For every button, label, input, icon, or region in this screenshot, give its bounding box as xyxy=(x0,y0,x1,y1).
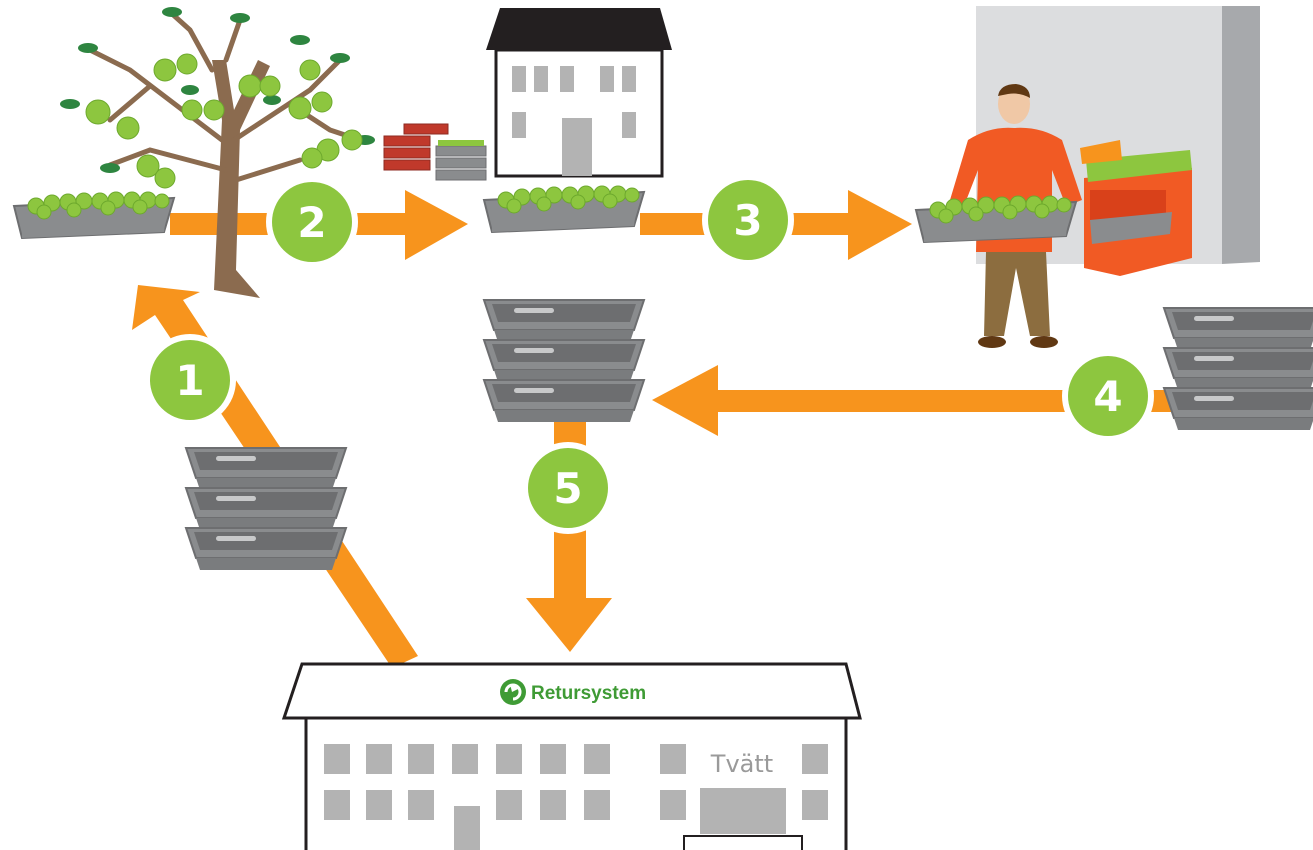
step-4-badge: 4 xyxy=(1062,350,1154,442)
svg-text:5: 5 xyxy=(553,464,582,513)
svg-text:1: 1 xyxy=(175,356,204,405)
apple-crate-at-orchard xyxy=(13,191,175,239)
apple-crate-at-packhouse xyxy=(483,185,645,233)
step-2-badge: 2 xyxy=(266,176,358,268)
step-5-badge: 5 xyxy=(522,442,614,534)
crate-stack-icon-store xyxy=(1164,308,1313,430)
packhouse-icon xyxy=(486,8,672,178)
svg-text:3: 3 xyxy=(733,196,762,245)
recycle-logo-icon xyxy=(500,679,526,705)
apple-tree-icon xyxy=(60,7,375,298)
crate-stack-icon-center xyxy=(484,300,644,422)
arrow-step-4 xyxy=(652,365,1175,436)
brand-name: Retursystem xyxy=(531,683,646,704)
svg-text:2: 2 xyxy=(297,198,326,247)
apple-crate-at-store xyxy=(915,195,1077,243)
wash-label: Tvätt xyxy=(710,750,773,778)
step-1-badge: 1 xyxy=(144,334,236,426)
store-icon xyxy=(976,6,1260,276)
crate-piles-at-packhouse xyxy=(383,123,487,181)
crate-stack-icon-route-1 xyxy=(186,448,346,570)
svg-text:4: 4 xyxy=(1093,372,1122,421)
retursystem-facility: Retursystem Tvätt xyxy=(281,662,862,850)
step-3-badge: 3 xyxy=(702,174,794,266)
